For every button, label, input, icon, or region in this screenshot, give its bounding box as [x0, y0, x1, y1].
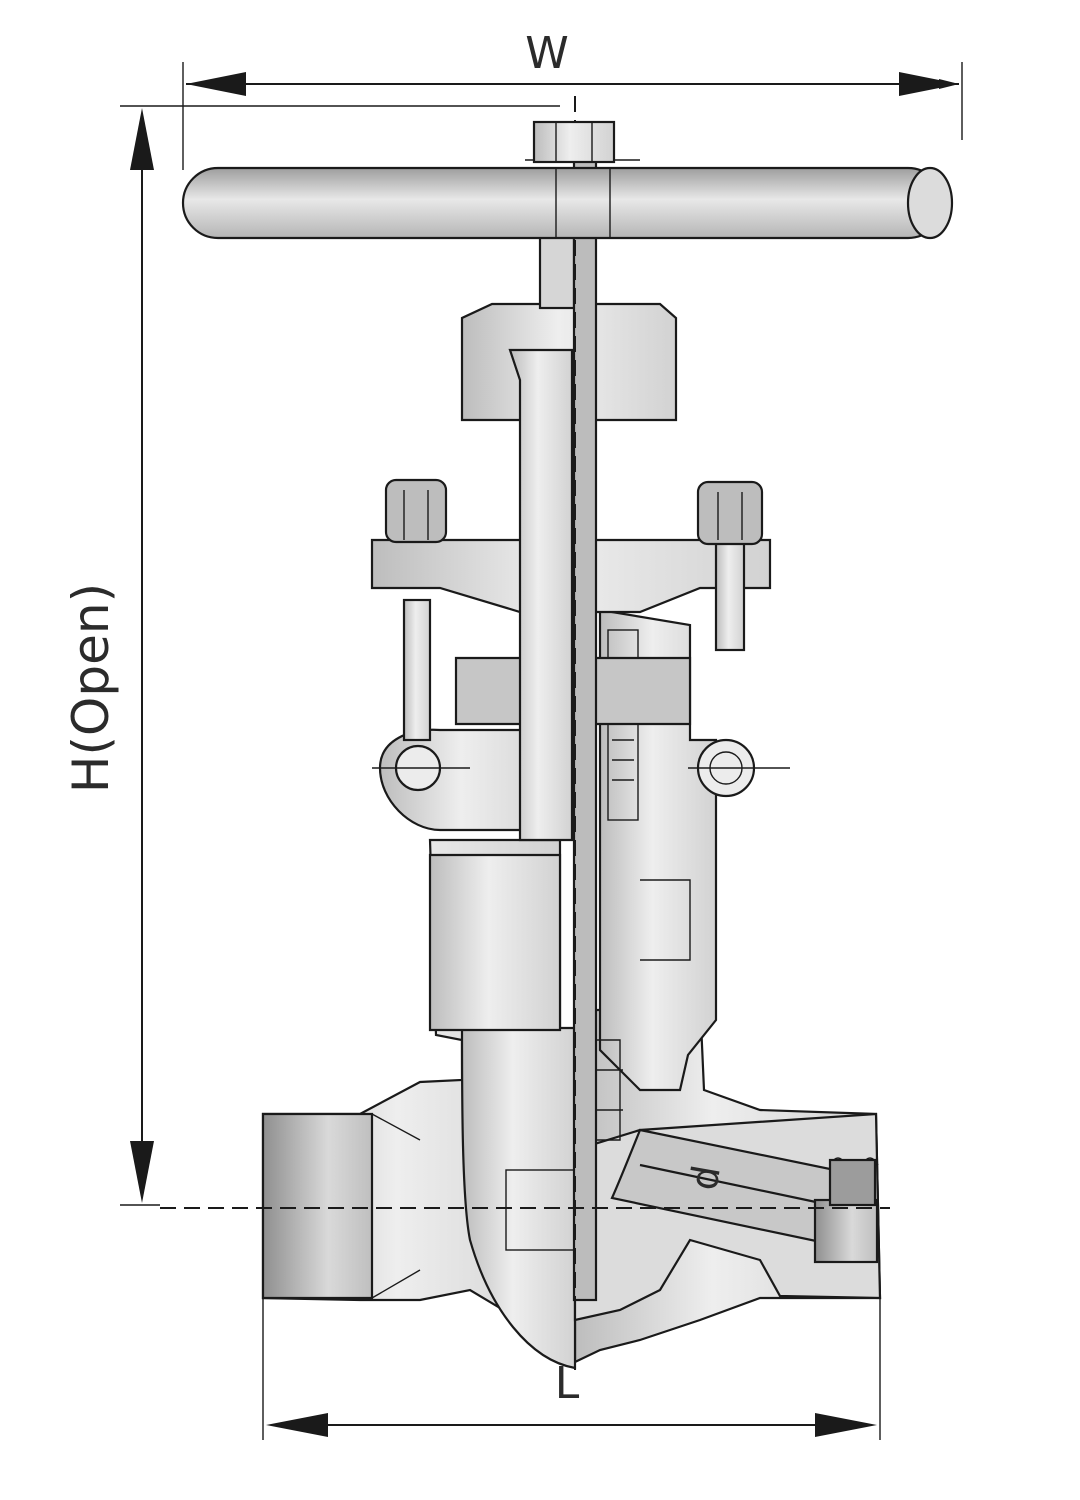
- handwheel: [181, 159, 954, 240]
- valve-stem: [538, 96, 598, 1370]
- height-label: H(Open): [62, 583, 120, 793]
- yoke: [460, 302, 678, 842]
- valve-body: d: [261, 838, 882, 1370]
- width-label: W: [525, 28, 569, 79]
- stem-nut: [532, 120, 616, 164]
- dimension-w: W: [182, 28, 963, 170]
- dimension-h-open: H(Open): [62, 105, 560, 1206]
- gland-bolt-right: [696, 480, 764, 652]
- gland-bolt-left: [384, 478, 448, 742]
- valve-bonnet: [428, 608, 718, 1141]
